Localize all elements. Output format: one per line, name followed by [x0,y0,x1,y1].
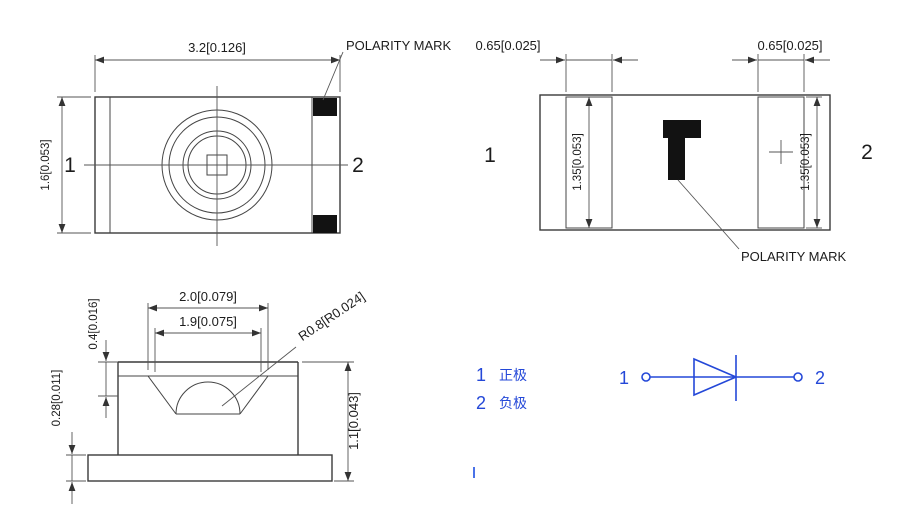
diode-triangle [693,357,739,397]
dim-pad-right-text: 0.65[0.025] [757,38,822,53]
top-view-centerlines [84,86,348,246]
dim-side-lens-width: 1.9[0.075] [154,314,262,372]
dim-side-total-height-text: 1.1[0.043] [346,392,361,450]
polarity-callout-back-view: POLARITY MARK [677,179,847,264]
polarity-leader-line-back [677,179,740,250]
dim-side-lens-height: 0.4[0.016] [88,298,118,418]
dim-top-width: 3.2[0.126] [94,40,341,92]
diode-symbol: 1 2 [619,355,825,401]
anode-terminal-circle [641,372,651,382]
dim-side-total-height: 1.1[0.043] [302,361,361,482]
back-view-pin1-label: 1 [484,144,496,167]
lens-radius-leader [221,346,297,407]
legend-pin1-num: 1 [476,365,486,385]
back-view-body [539,94,831,231]
dim-side-lens-width-text: 1.9[0.075] [179,314,237,329]
polarity-mark-top [313,98,337,116]
dim-top-height-text: 1.6[0.053] [40,139,52,190]
top-view-pin1-label: 1 [64,154,76,177]
dim-pad-height-left-text: 1.35[0.053] [572,133,584,191]
dim-side-lens-height-text: 0.4[0.016] [88,298,100,349]
schematic-pin1-label: 1 [619,368,629,388]
polarity-mark-label: POLARITY MARK [346,38,452,53]
dim-pad-height-left: 1.35[0.053] [572,97,593,228]
back-view: 0.65[0.025] 0.65[0.025] 1.35[0.053] 1.35… [475,38,872,264]
dim-pad-left-text: 0.65[0.025] [475,38,540,53]
dim-top-width-text: 3.2[0.126] [188,40,246,55]
dim-side-lens-radius: R0.8[R0.024] [221,289,368,407]
side-view-body [117,361,299,455]
side-view-base [87,454,333,482]
side-view-reflector [147,375,269,415]
dim-pad-right: 0.65[0.025] [732,38,830,92]
cathode-terminal-circle [793,372,803,382]
polarity-mark-bottom [313,215,337,233]
legend-pin1-label: 正极 [499,367,527,383]
polarity-mark-label-back: POLARITY MARK [741,249,847,264]
schematic: 1 正极 2 负极 1 2 [473,355,825,478]
dim-side-top-width-text: 2.0[0.079] [179,289,237,304]
right-pad-center-cross [769,140,793,164]
side-view-lens-dome [175,381,241,415]
legend-pin2-label: 负极 [499,395,527,411]
dim-side-top-width: 2.0[0.079] [147,289,269,370]
top-view-pin2-label: 2 [352,154,364,177]
polarity-callout-top-view: POLARITY MARK [322,38,452,101]
back-view-right-pad [757,96,805,229]
dim-pad-height-right: 1.35[0.053] [800,96,822,229]
dim-top-height: 1.6[0.053] [40,96,91,234]
back-view-pin2-label: 2 [861,141,873,164]
legend-pin2-num: 2 [476,393,486,413]
polarity-leader-line [322,51,344,101]
dim-pad-height-right-text: 1.35[0.053] [800,133,812,191]
schematic-pin2-label: 2 [815,368,825,388]
polarity-legend: 1 正极 2 负极 [476,365,527,413]
dim-pad-left: 0.65[0.025] [475,38,638,92]
dim-side-lens-radius-text: R0.8[R0.024] [296,289,368,344]
dim-side-base-thickness-text: 0.28[0.011] [51,370,63,427]
top-view: 1 2 3.2[0.126] 1.6[0.053] POLARITY MARK [40,38,452,246]
polarity-mark-t-shape [663,120,701,180]
dim-side-base-thickness: 0.28[0.011] [51,370,86,504]
side-view: 2.0[0.079] 1.9[0.075] 0.4[0.016] 0.28[0.… [51,289,367,504]
